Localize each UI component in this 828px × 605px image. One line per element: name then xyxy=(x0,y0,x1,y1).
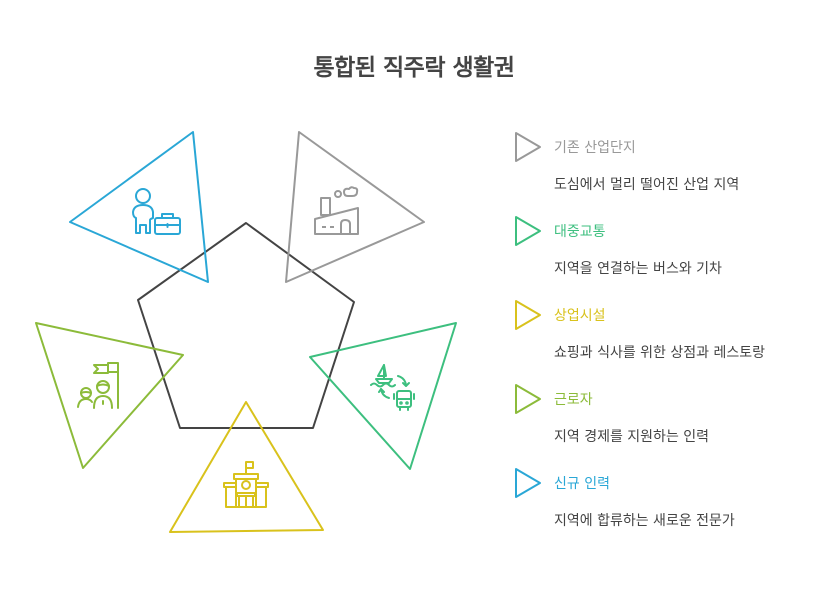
building-icon xyxy=(223,461,269,508)
triangle-new-talent xyxy=(69,131,209,283)
legend-description: 도심에서 멀리 떨어진 산업 지역 xyxy=(554,177,740,193)
legend-description: 쇼핑과 식사를 위한 상점과 레스토랑 xyxy=(554,345,765,361)
legend-item-commercial: 상업시설 쇼핑과 식사를 위한 상점과 레스토랑 xyxy=(514,298,814,368)
legend-label: 기존 산업단지 xyxy=(554,140,636,156)
triangle-marker-icon xyxy=(515,384,541,414)
legend-item-industrial: 기존 산업단지 도심에서 멀리 떨어진 산업 지역 xyxy=(514,130,814,200)
triangle-workers xyxy=(35,322,184,469)
legend-label: 신규 인력 xyxy=(554,476,610,492)
triangle-marker-icon xyxy=(515,216,541,246)
center-pentagon xyxy=(137,222,355,429)
boat-bus-transfer-icon xyxy=(370,364,415,411)
legend-item-workers: 근로자 지역 경제를 지원하는 인력 xyxy=(514,382,814,452)
legend-description: 지역을 연결하는 버스와 기차 xyxy=(554,261,722,277)
legend-label: 상업시설 xyxy=(554,308,606,324)
people-flag-icon xyxy=(77,362,119,409)
legend-item-transit: 대중교통 지역을 연결하는 버스와 기차 xyxy=(514,214,814,284)
legend-item-new-talent: 신규 인력 지역에 합류하는 새로운 전문가 xyxy=(514,466,814,536)
triangle-transit xyxy=(309,322,457,470)
legend-description: 지역 경제를 지원하는 인력 xyxy=(554,429,710,445)
triangle-commercial xyxy=(169,401,324,533)
triangle-marker-icon xyxy=(515,132,541,162)
legend-label: 대중교통 xyxy=(554,224,606,240)
legend-label: 근로자 xyxy=(554,392,593,408)
diagram-title: 통합된 직주락 생활권 xyxy=(313,55,515,81)
legend-description: 지역에 합류하는 새로운 전문가 xyxy=(554,513,735,529)
triangle-marker-icon xyxy=(515,300,541,330)
triangle-marker-icon xyxy=(515,468,541,498)
factory-icon xyxy=(314,186,359,235)
triangle-industrial xyxy=(285,131,425,283)
person-briefcase-icon xyxy=(132,188,181,235)
